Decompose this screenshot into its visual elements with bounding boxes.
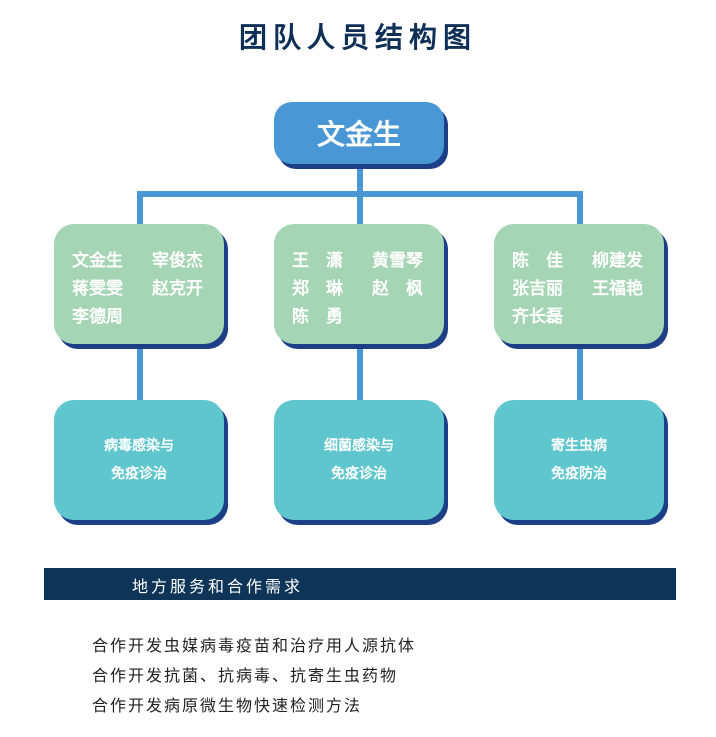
connector-left-down (137, 191, 143, 224)
need-item: 合作开发病原微生物快速检测方法 (92, 696, 363, 715)
connector-root-down (357, 164, 363, 194)
topic-line: 免疫防治 (551, 466, 607, 482)
team-member: 黄雪琴 (372, 251, 423, 271)
team-box-3: 陈 佳 柳建发 张吉丽 王福艳 齐长磊 (494, 224, 664, 344)
need-item: 合作开发虫媒病毒疫苗和治疗用人源抗体 (92, 636, 417, 655)
team-member: 宰俊杰 (152, 251, 203, 271)
team-member: 郑 琳 (292, 279, 343, 299)
root-node: 文金生 (274, 102, 444, 164)
connector-left-topic (137, 348, 143, 400)
section-title: 地方服务和合作需求 (132, 577, 304, 596)
team-member: 赵克开 (152, 279, 203, 299)
connector-right-down (577, 191, 583, 224)
team-box-1: 文金生 宰俊杰 蒋雯雯 赵克开 李德周 (54, 224, 224, 344)
topic-line: 寄生虫病 (551, 438, 607, 454)
team-member: 张吉丽 (512, 279, 563, 299)
topic-line: 细菌感染与 (324, 438, 394, 454)
connector-center-down (357, 191, 363, 224)
topic-box-3: 寄生虫病 免疫防治 (494, 400, 664, 520)
team-member: 柳建发 (592, 251, 643, 271)
topic-box-2: 细菌感染与 免疫诊治 (274, 400, 444, 520)
team-member: 王 潇 (292, 251, 343, 271)
team-member: 蒋雯雯 (72, 279, 123, 299)
topic-box-1: 病毒感染与 免疫诊治 (54, 400, 224, 520)
team-member: 齐长磊 (512, 307, 563, 327)
connector-right-topic (577, 348, 583, 400)
team-member: 文金生 (72, 251, 123, 271)
page-title: 团队人员结构图 (238, 21, 477, 54)
team-member: 陈 勇 (292, 307, 343, 327)
team-box-2: 王 潇 黄雪琴 郑 琳 赵 枫 陈 勇 (274, 224, 444, 344)
connector-center-topic (357, 348, 363, 400)
topic-line: 病毒感染与 (104, 438, 174, 454)
root-label: 文金生 (316, 118, 401, 151)
team-member: 王福艳 (592, 279, 643, 299)
topic-line: 免疫诊治 (111, 466, 167, 482)
team-member: 赵 枫 (372, 279, 423, 299)
team-member: 陈 佳 (512, 251, 563, 271)
section-header-bar: 地方服务和合作需求 (44, 568, 676, 600)
topic-line: 免疫诊治 (331, 466, 387, 482)
team-member: 李德周 (72, 307, 123, 327)
need-item: 合作开发抗菌、抗病毒、抗寄生虫药物 (92, 666, 399, 685)
